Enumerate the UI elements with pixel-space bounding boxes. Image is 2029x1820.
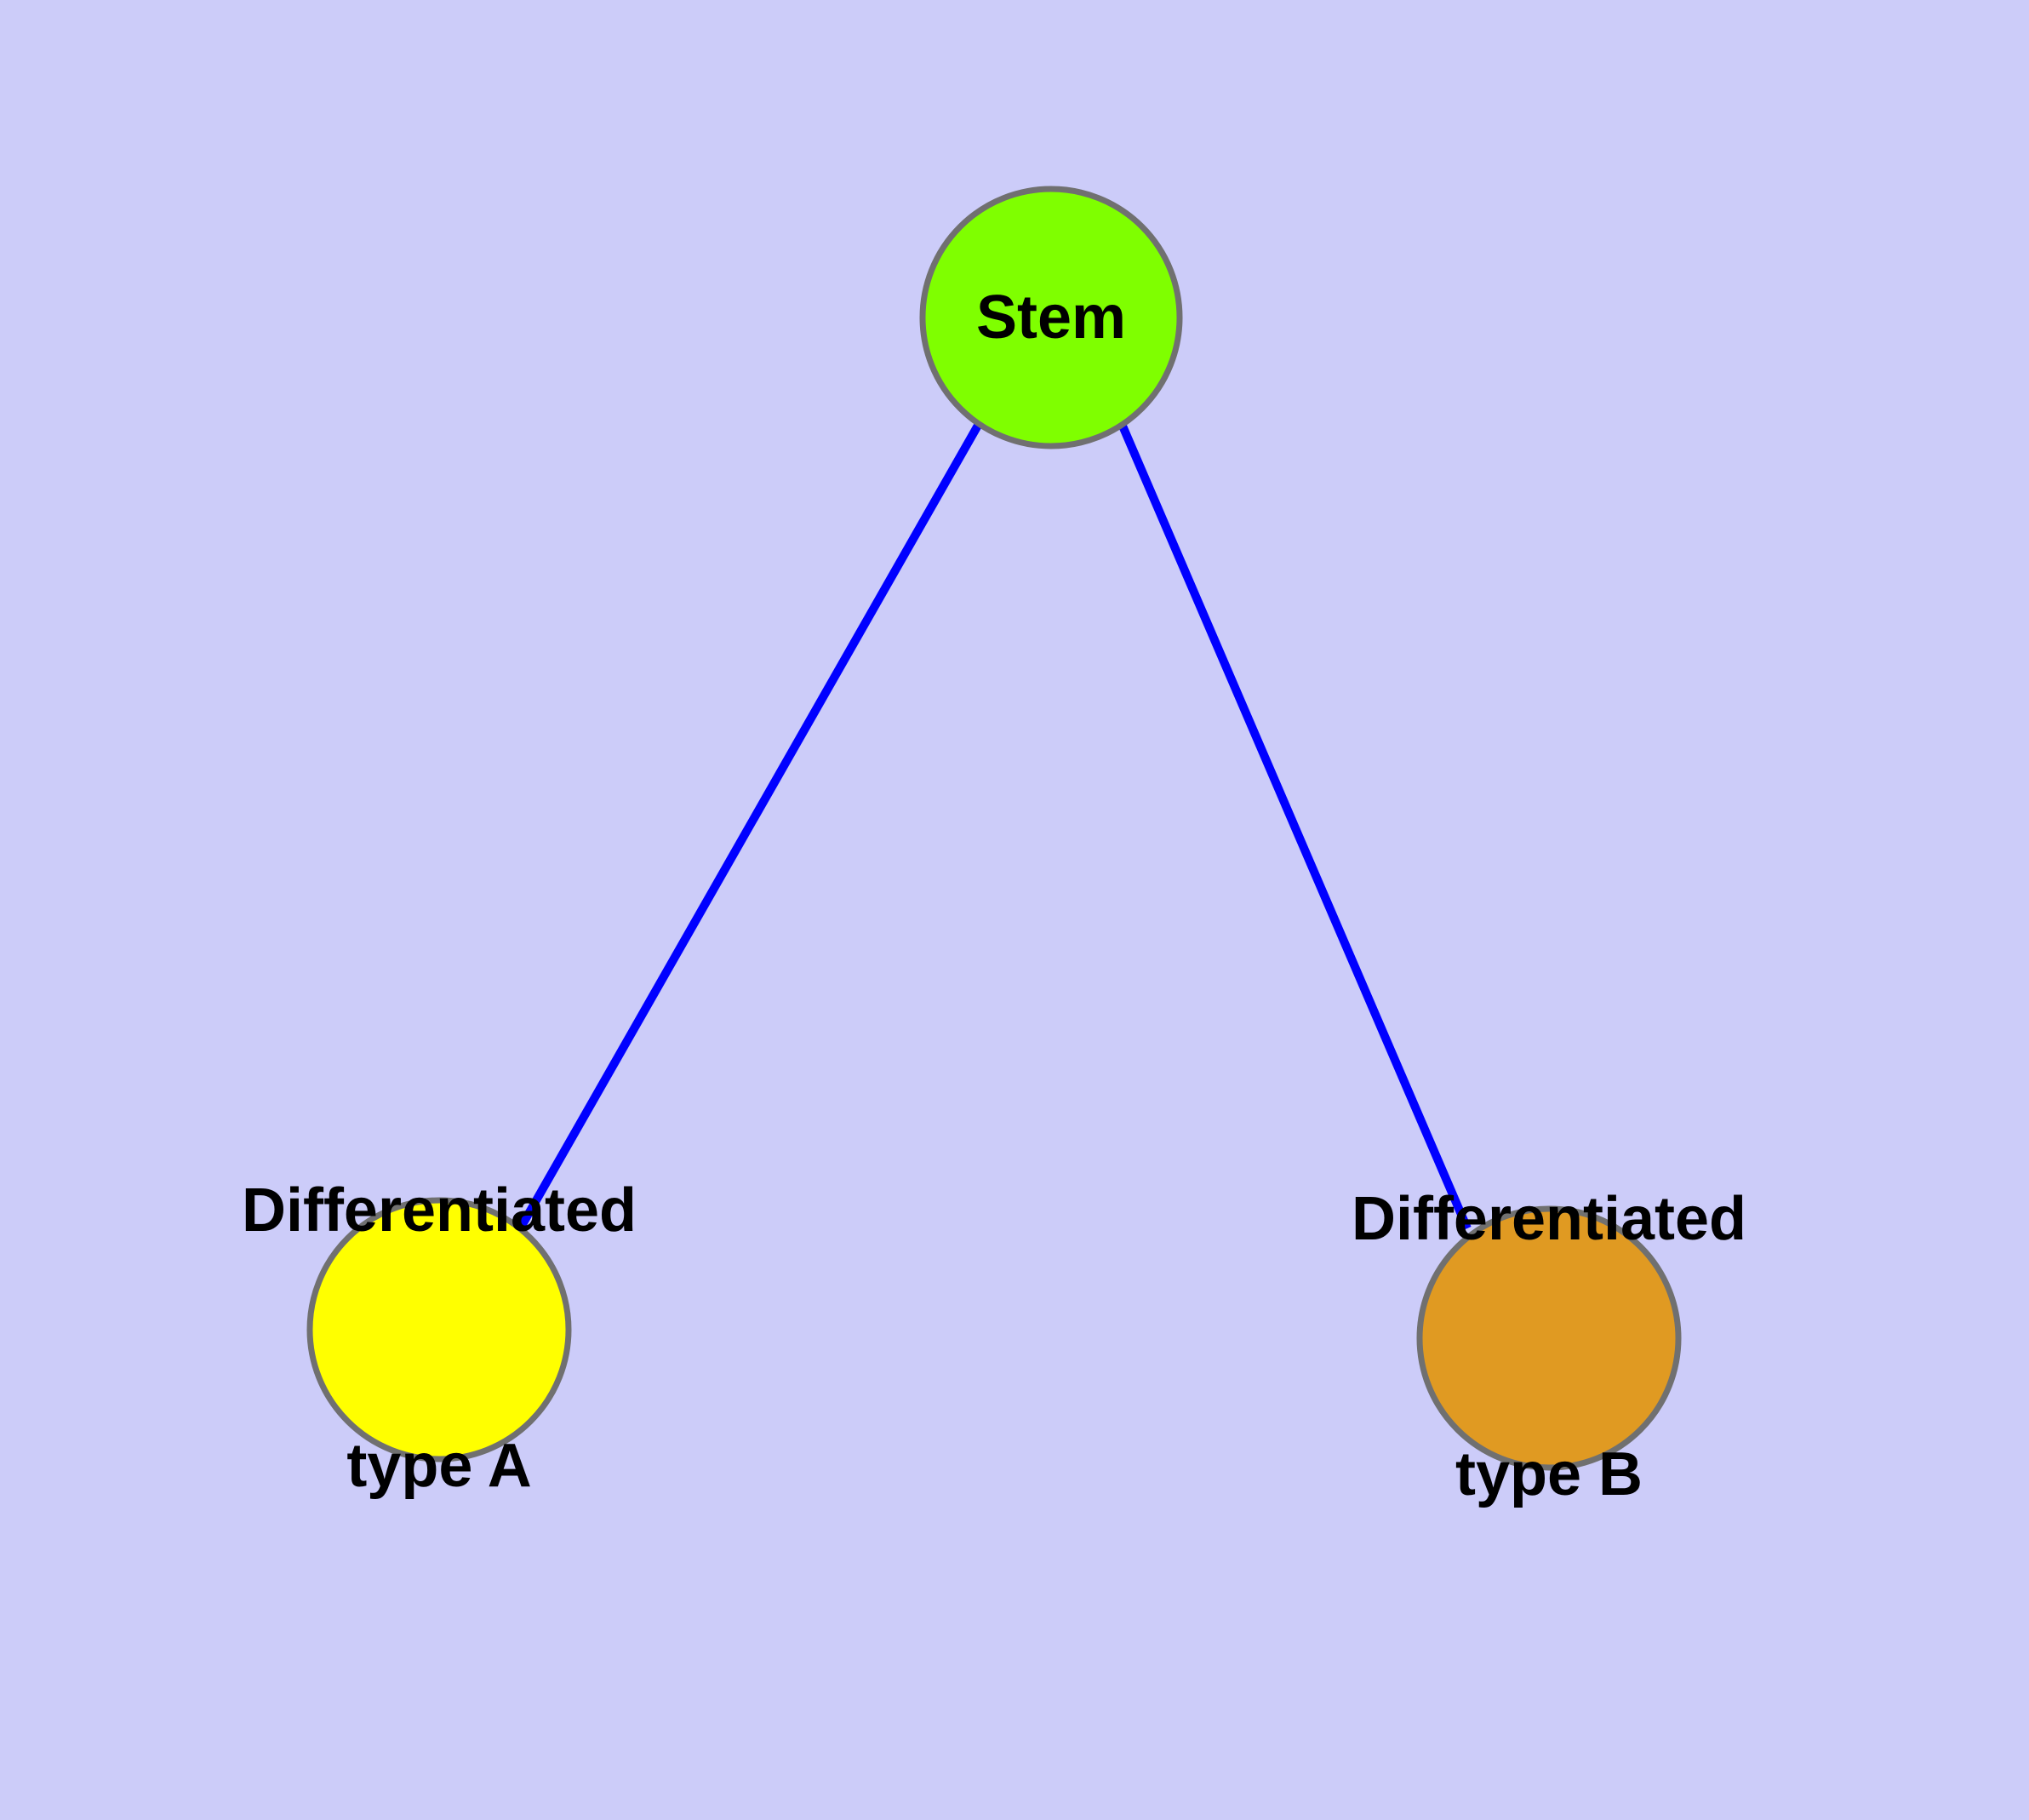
node-layer bbox=[306, 186, 1682, 1471]
edge-layer bbox=[517, 421, 1472, 1230]
node-diff-a[interactable] bbox=[306, 1197, 572, 1462]
node-stem[interactable] bbox=[919, 186, 1183, 449]
edge-stem-to-diff-a[interactable] bbox=[517, 421, 983, 1228]
node-diff-b[interactable] bbox=[1416, 1205, 1682, 1471]
edge-stem-to-diff-b[interactable] bbox=[1117, 422, 1472, 1230]
